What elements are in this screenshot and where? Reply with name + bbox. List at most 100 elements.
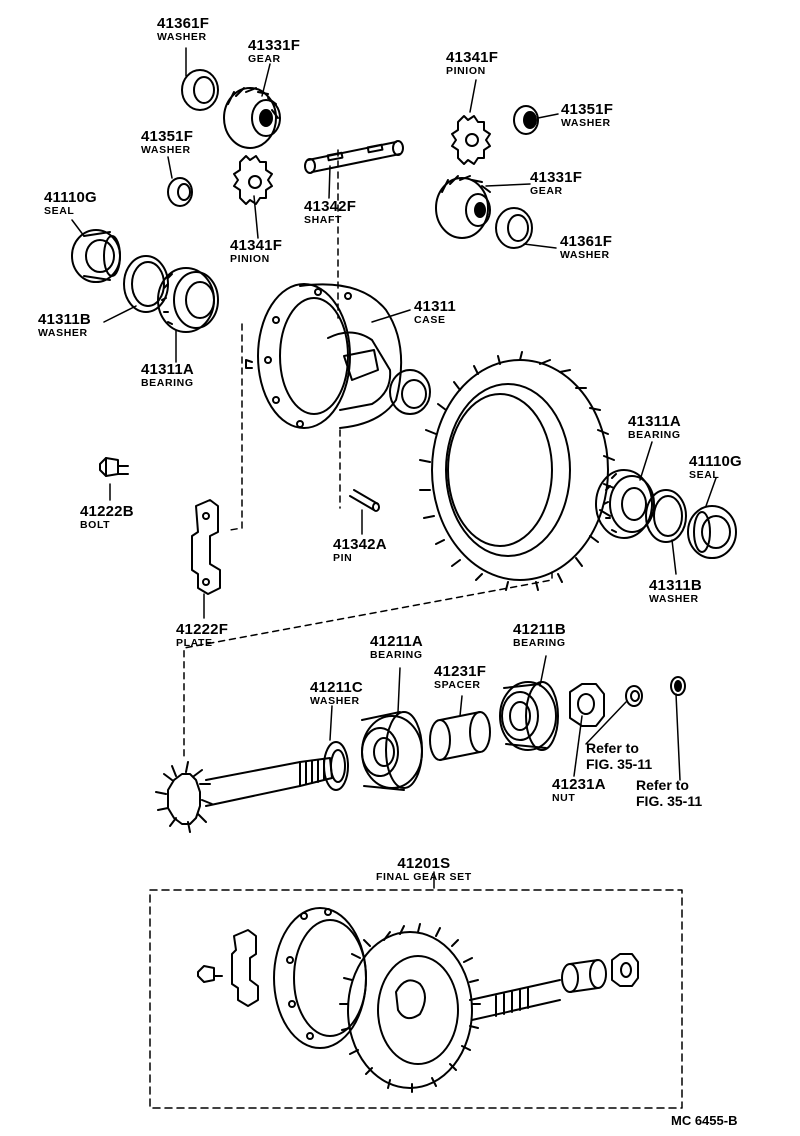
part-name: FINAL GEAR SET xyxy=(376,871,472,883)
part-name: GEAR xyxy=(530,185,563,197)
differential-pinion-icon xyxy=(233,155,273,205)
callout-41351f-left: 41351F WASHER xyxy=(141,129,193,156)
reference-note-1: Refer to FIG. 35-11 xyxy=(586,740,652,772)
part-number: 41361F xyxy=(157,15,210,32)
callout-41211a: 41211A BEARING xyxy=(370,634,423,661)
side-gear-right-icon xyxy=(435,175,491,239)
differential-case-icon xyxy=(245,283,431,429)
side-gear-icon xyxy=(223,87,281,149)
side-bearing-icon xyxy=(157,267,219,333)
callout-41211c: 41211C WASHER xyxy=(310,680,363,707)
front-pinion-bearing-icon xyxy=(499,681,559,751)
part-name: SPACER xyxy=(434,679,481,691)
part-number: 41231A xyxy=(552,776,606,793)
reference-figure: FIG. 35-11 xyxy=(636,793,703,810)
side-bearing-right-icon xyxy=(595,469,655,539)
callout-41311a-right: 41311A BEARING xyxy=(628,414,681,441)
straight-pin-icon xyxy=(349,489,380,512)
part-name: PIN xyxy=(333,552,353,564)
part-number: 41110G xyxy=(44,189,97,206)
part-number: 41222B xyxy=(80,503,134,520)
final-gear-set-frame xyxy=(149,889,683,1109)
part-name: BEARING xyxy=(141,377,194,389)
part-name: SEAL xyxy=(44,205,75,217)
part-number: 41331F xyxy=(530,169,583,186)
companion-flange-nut-icon xyxy=(569,683,605,727)
part-number: 41331F xyxy=(248,37,301,54)
side-oil-seal-right-icon xyxy=(687,505,737,559)
callout-41342a: 41342A PIN xyxy=(333,537,387,564)
part-number: 41311A xyxy=(628,413,681,430)
assembly-guides xyxy=(183,149,553,761)
reference-figure: FIG. 35-11 xyxy=(586,756,653,773)
callout-41311b-right: 41311B WASHER xyxy=(649,578,702,605)
differential-pinion-right-icon xyxy=(451,115,491,165)
part-number: 41361F xyxy=(560,233,613,250)
reference-note-2: Refer to FIG. 35-11 xyxy=(636,777,702,809)
plate-washer-icon xyxy=(625,685,643,707)
drive-pinion-icon xyxy=(155,757,333,833)
part-number: 41110G xyxy=(689,453,742,470)
part-number: 41342F xyxy=(304,198,357,215)
callout-41342f: 41342F SHAFT xyxy=(304,199,356,226)
part-name: SHAFT xyxy=(304,214,342,226)
part-name: NUT xyxy=(552,792,576,804)
callout-41231a: 41231A NUT xyxy=(552,777,606,804)
part-number: 41211C xyxy=(310,679,363,696)
part-name: BOLT xyxy=(80,519,111,531)
part-name: BEARING xyxy=(513,637,566,649)
part-number: 41341F xyxy=(446,49,499,66)
drive-pinion-washer-icon xyxy=(323,741,349,791)
callout-41331f-top: 41331F GEAR xyxy=(248,38,300,65)
side-gear-thrust-washer-icon xyxy=(181,69,219,111)
part-name: PLATE xyxy=(176,637,213,649)
part-number: 41222F xyxy=(176,621,229,638)
part-name: WASHER xyxy=(310,695,360,707)
callout-41341f-left: 41341F PINION xyxy=(230,238,282,265)
callout-41110g-left: 41110G SEAL xyxy=(44,190,97,217)
part-number: 41341F xyxy=(230,237,283,254)
reference-text: Refer to xyxy=(636,777,689,793)
part-name: WASHER xyxy=(561,117,611,129)
part-name: BEARING xyxy=(628,429,681,441)
callout-41341f-right: 41341F PINION xyxy=(446,50,498,77)
part-name: CASE xyxy=(414,314,446,326)
callout-41211b: 41211B BEARING xyxy=(513,622,566,649)
part-name: GEAR xyxy=(248,53,281,65)
callout-41351f-right: 41351F WASHER xyxy=(561,102,613,129)
bearing-spacer-icon xyxy=(429,711,491,761)
part-name: WASHER xyxy=(38,327,88,339)
part-number: 41211A xyxy=(370,633,423,650)
part-number: 41311B xyxy=(649,577,702,594)
callout-41361f-right: 41361F WASHER xyxy=(560,234,612,261)
part-name: WASHER xyxy=(649,593,699,605)
part-number: 41201S xyxy=(397,855,451,872)
callout-41201s: 41201S FINAL GEAR SET xyxy=(376,856,472,883)
side-bearing-adjusting-washer-right-icon xyxy=(645,489,687,543)
part-number: 41351F xyxy=(561,101,614,118)
ring-gear-icon xyxy=(419,351,615,591)
part-name: WASHER xyxy=(141,144,191,156)
part-number: 41231F xyxy=(434,663,487,680)
callout-41110g-right: 41110G SEAL xyxy=(689,454,742,481)
rear-pinion-bearing-icon xyxy=(361,711,423,791)
part-name: BEARING xyxy=(370,649,423,661)
side-oil-seal-icon xyxy=(71,229,121,283)
callout-41222b: 41222B BOLT xyxy=(80,504,134,531)
pinion-shaft-icon xyxy=(304,140,404,174)
callout-41331f-right: 41331F GEAR xyxy=(530,170,582,197)
part-number: 41342A xyxy=(333,536,387,553)
final-gear-set-illustration xyxy=(197,907,639,1093)
lock-plate-icon xyxy=(191,499,221,595)
part-name: PINION xyxy=(230,253,270,265)
pinion-thrust-washer-right-icon xyxy=(513,105,539,135)
part-name: PINION xyxy=(446,65,486,77)
pinion-thrust-washer-icon xyxy=(167,177,193,207)
figure-code: MC 6455-B xyxy=(671,1113,738,1128)
leader-lines xyxy=(71,47,717,889)
side-gear-thrust-washer-right-icon xyxy=(495,207,533,249)
part-number: 41351F xyxy=(141,128,194,145)
part-number: 41311 xyxy=(414,298,456,315)
part-number: 41311B xyxy=(38,311,91,328)
